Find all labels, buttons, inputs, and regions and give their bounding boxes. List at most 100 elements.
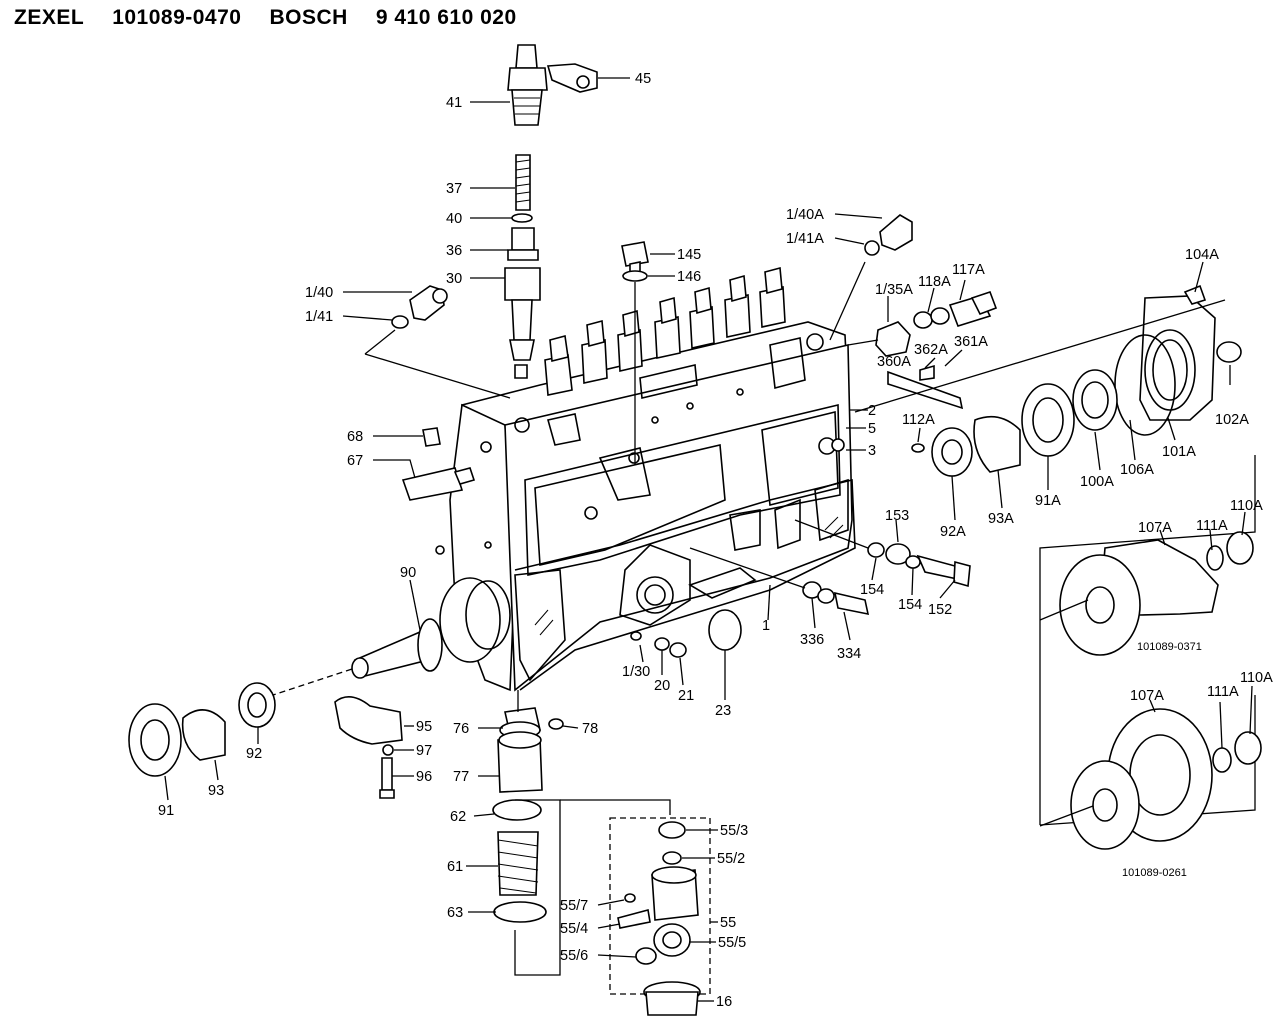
delivery-valve-stack — [504, 44, 598, 379]
oem-label: BOSCH — [269, 6, 348, 29]
option-coupling-0371 — [1039, 455, 1256, 825]
option-coupling-0261 — [1039, 695, 1262, 850]
bolt-145 — [621, 241, 649, 465]
label-55-7: 55/7 — [560, 898, 588, 914]
label-1-41a: 1/41A — [786, 231, 824, 247]
leader-lines — [164, 77, 1253, 1002]
label-78: 78 — [582, 721, 598, 737]
label-55-6: 55/6 — [560, 948, 588, 964]
label-146: 146 — [677, 269, 701, 285]
label-361a: 361A — [954, 334, 988, 350]
delivery-valve-holders — [544, 266, 786, 396]
label-101a: 101A — [1162, 444, 1196, 460]
bolt-group-117a — [847, 290, 998, 357]
label-30: 30 — [446, 271, 462, 287]
label-41: 41 — [446, 95, 462, 111]
diagram-header: ZEXEL 101089-0470 BOSCH 9 410 610 020 — [14, 4, 545, 32]
screw-3 — [818, 437, 845, 455]
camshaft-90 — [269, 577, 511, 697]
label-106a: 106A — [1120, 462, 1154, 478]
subassembly-55 — [514, 799, 711, 1016]
label-154-b: 154 — [898, 597, 922, 613]
label-111a-top: 111A — [1196, 518, 1228, 534]
label-1-41: 1/41 — [305, 309, 333, 325]
label-1-30: 1/30 — [622, 664, 650, 680]
label-21: 21 — [678, 688, 694, 704]
bolt-334 — [689, 547, 870, 616]
label-97: 97 — [416, 743, 432, 759]
label-63: 63 — [447, 905, 463, 921]
oem-part-number: 9 410 610 020 — [375, 6, 517, 29]
label-55-5: 55/5 — [718, 935, 746, 951]
label-96: 96 — [416, 769, 432, 785]
label-112a: 112A — [902, 412, 935, 428]
label-360a: 360A — [877, 354, 911, 370]
label-23: 23 — [715, 703, 731, 719]
label-45: 45 — [635, 71, 651, 87]
label-55-2: 55/2 — [717, 851, 745, 867]
banjo-153 — [794, 519, 971, 588]
label-111a-bottom: 111A — [1207, 684, 1239, 700]
label-95: 95 — [416, 719, 432, 735]
label-1-35a: 1/35A — [875, 282, 913, 298]
label-76: 76 — [453, 721, 469, 737]
label-107a-bottom: 107A — [1130, 688, 1164, 704]
label-154-a: 154 — [860, 582, 884, 598]
label-334: 334 — [837, 646, 861, 662]
label-104a: 104A — [1185, 247, 1219, 263]
bearing-91 — [128, 682, 276, 777]
label-40: 40 — [446, 211, 462, 227]
zexel-part-number: 101089-0470 — [112, 6, 242, 29]
label-62: 62 — [450, 809, 466, 825]
fitting-right-top — [829, 214, 913, 341]
label-336: 336 — [800, 632, 824, 648]
label-1: 1 — [762, 618, 770, 634]
bracket-360a — [887, 364, 964, 410]
label-92a: 92A — [940, 524, 966, 540]
oring-23 — [708, 609, 742, 651]
label-3: 3 — [868, 443, 876, 459]
label-55-4: 55/4 — [560, 921, 588, 937]
ref-0261: 101089-0261 — [1122, 867, 1187, 879]
ref-0371: 101089-0371 — [1137, 641, 1202, 653]
label-37: 37 — [446, 181, 462, 197]
bracket-95 — [334, 696, 403, 799]
label-152: 152 — [928, 602, 952, 618]
label-102a: 102A — [1215, 412, 1249, 428]
label-110a-bottom: 110A — [1240, 670, 1273, 686]
label-153: 153 — [885, 508, 909, 524]
label-77: 77 — [453, 769, 469, 785]
control-stack — [492, 690, 564, 923]
bearing-group — [854, 299, 1226, 477]
label-55: 55 — [720, 915, 736, 931]
label-16: 16 — [716, 994, 732, 1010]
label-61: 61 — [447, 859, 463, 875]
label-92: 92 — [246, 746, 262, 762]
parts-1-30-20-21 — [630, 631, 687, 658]
label-118a: 118A — [918, 274, 951, 290]
label-2: 2 — [868, 403, 876, 419]
label-55-3: 55/3 — [720, 823, 748, 839]
label-93a: 93A — [988, 511, 1014, 527]
label-91: 91 — [158, 803, 174, 819]
label-100a: 100A — [1080, 474, 1114, 490]
label-145: 145 — [677, 247, 701, 263]
label-67: 67 — [347, 453, 363, 469]
label-1-40a: 1/40A — [786, 207, 824, 223]
label-91a: 91A — [1035, 493, 1061, 509]
part-labels: 45 41 37 40 36 30 1/40 1/41 145 146 1/40… — [158, 71, 1273, 1010]
bolt-68-bracket-67 — [401, 427, 476, 501]
label-90: 90 — [400, 565, 416, 581]
label-1-40: 1/40 — [305, 285, 333, 301]
label-5: 5 — [868, 421, 876, 437]
label-20: 20 — [654, 678, 670, 694]
label-93: 93 — [208, 783, 224, 799]
label-362a: 362A — [914, 342, 948, 358]
flange-housing-104a — [1139, 284, 1242, 421]
label-107a-top: 107A — [1138, 520, 1172, 536]
label-117a: 117A — [952, 262, 985, 278]
label-110a-top: 110A — [1230, 498, 1263, 514]
label-36: 36 — [446, 243, 462, 259]
fitting-left — [364, 285, 511, 399]
